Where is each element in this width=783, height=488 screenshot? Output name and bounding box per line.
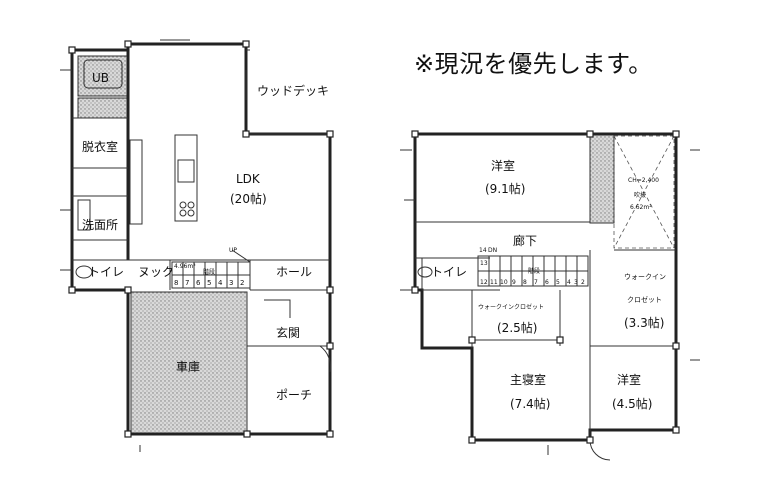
room-dressing: 脱衣室	[82, 139, 118, 154]
toilet-bowl-2f	[417, 266, 433, 278]
stair-step-1f: 6	[196, 279, 201, 287]
room-entrance: 玄関	[276, 325, 300, 340]
room-toilet-2f: トイレ	[431, 265, 467, 279]
room-toilet-1f: トイレ	[88, 265, 124, 279]
room-hall: ホール	[276, 265, 312, 279]
room-porch: ポーチ	[276, 388, 312, 402]
stair-area-1f: 4.96m²	[174, 263, 196, 270]
stair-step-numbers-2f: 11 10 9 8 7 6 5 4 3 2	[490, 279, 585, 286]
ub-wall-strip	[77, 97, 129, 119]
stair-step-1f: 2	[240, 279, 244, 287]
stair-step-2f: 4	[567, 279, 571, 286]
room-wic-right-area: (3.3帖)	[624, 315, 664, 330]
stair-up-label: UP	[229, 247, 237, 254]
stair-step-2f: 10	[500, 279, 508, 286]
stair-step-2f: 3	[574, 279, 578, 286]
room-nook: ヌック	[138, 265, 174, 279]
toilet-bowl-1f	[75, 265, 93, 279]
garage-floor	[130, 291, 248, 435]
floor1-plan: UB ウッドデッキ 脱衣室 LDK (20帖) 洗面所 トイレ ヌック ホール …	[60, 39, 334, 452]
stair-step-2f: 2	[581, 279, 585, 286]
floor2-plan: 洋室 (9.1帖) CH=2,400 吹抜 6.62m² 廊下 トイレ ウォーク…	[400, 130, 700, 461]
stair-top-12: 12	[480, 279, 488, 286]
void-area-value: 6.62m²	[630, 204, 652, 211]
room-wood-deck: ウッドデッキ	[257, 83, 329, 98]
stair-step-2f: 5	[556, 279, 560, 286]
room-wic-left: ウォークインクロゼット	[478, 303, 544, 311]
room-western-2: 洋室	[617, 372, 641, 387]
columns-1f	[68, 40, 334, 438]
room-western-1: 洋室	[491, 158, 515, 173]
room-western-2-area: (4.5帖)	[612, 396, 652, 411]
stair-label-1f: 階段	[203, 268, 215, 276]
room-ldk-area: (20帖)	[230, 191, 267, 206]
stair-step-1f: 8	[174, 279, 178, 287]
stair-step-numbers-1f: 8 7 6 5 4 3 2	[174, 279, 244, 287]
stair-step-1f: 5	[207, 279, 211, 287]
room-master: 主寝室	[510, 372, 546, 387]
room-western-1-area: (9.1帖)	[485, 181, 525, 196]
stair-step-2f: 8	[523, 279, 527, 286]
stair-step-2f: 11	[490, 279, 498, 286]
kitchen-sink	[177, 159, 195, 183]
columns-2f	[411, 130, 680, 444]
stair-step-2f: 9	[512, 279, 516, 286]
room-ub: UB	[92, 71, 109, 85]
ub-floor	[77, 55, 129, 97]
room-ldk: LDK	[236, 172, 261, 186]
room-wic-right-2: クロゼット	[627, 295, 662, 304]
room-washroom: 洗面所	[82, 218, 118, 232]
room-garage: 車庫	[176, 360, 200, 374]
room-corridor: 廊下	[513, 233, 537, 248]
stair-2f	[477, 255, 589, 287]
stair-step-2f: 7	[534, 279, 538, 286]
plan-note: ※現況を優先します。	[414, 50, 653, 78]
room-wic-left-area: (2.5帖)	[497, 320, 537, 335]
stair-step-2f: 6	[545, 279, 549, 286]
void-label: 吹抜	[634, 191, 646, 199]
stair-top-14: 14	[479, 247, 487, 254]
stair-1f	[171, 249, 251, 289]
stair-step-1f: 7	[185, 279, 189, 287]
stair-step-1f: 3	[229, 279, 233, 287]
ceiling-height-note: CH=2,400	[628, 177, 659, 184]
void-wall-strip	[589, 134, 615, 224]
room-wic-right-1: ウォークイン	[624, 273, 666, 281]
stair-dn: DN	[488, 247, 497, 254]
room-master-area: (7.4帖)	[510, 396, 550, 411]
kitchen-island	[174, 134, 198, 222]
stair-step-1f: 4	[218, 279, 223, 287]
stair-label-2f: 階段	[528, 267, 540, 275]
bathtub	[83, 59, 123, 89]
void-area	[613, 135, 675, 249]
stair-top-13: 13	[480, 260, 488, 267]
